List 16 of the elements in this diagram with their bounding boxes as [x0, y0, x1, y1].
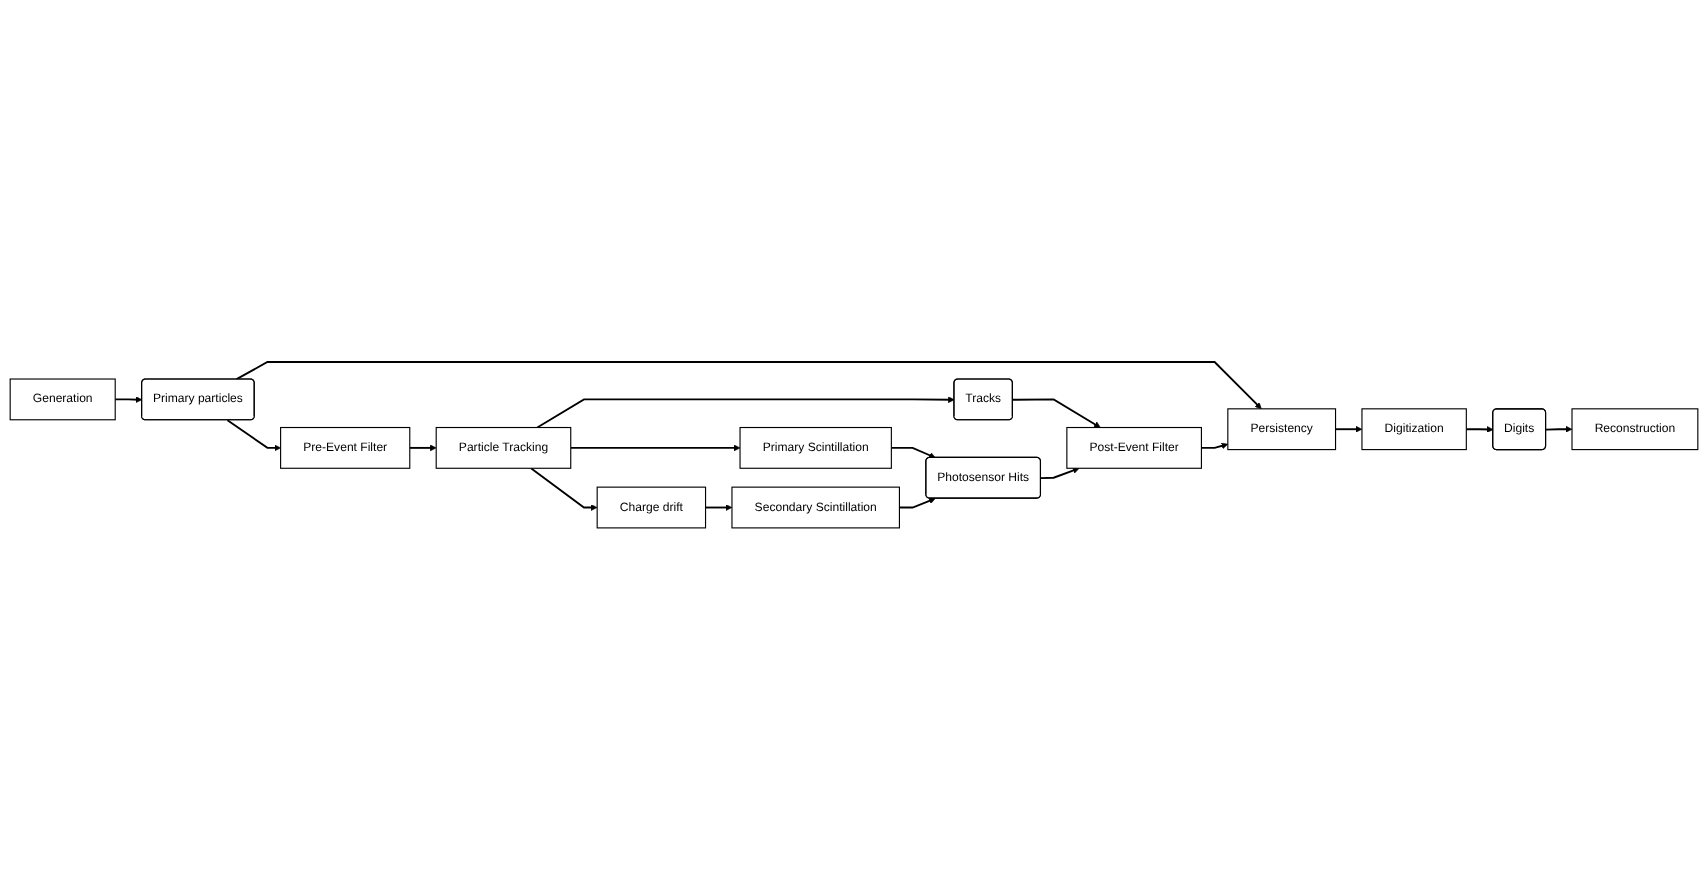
arrow	[569, 443, 741, 451]
arrow	[530, 466, 598, 510]
arrow	[1200, 441, 1229, 449]
arrow	[890, 445, 936, 458]
arrow	[1334, 424, 1363, 432]
arrow	[1465, 425, 1494, 432]
arrow	[408, 443, 437, 451]
arrow	[114, 395, 143, 402]
arrow	[226, 418, 281, 451]
arrow	[704, 503, 733, 510]
arrow	[235, 360, 1262, 409]
arrow	[1011, 397, 1101, 427]
arrow	[898, 496, 936, 508]
arrow	[536, 395, 955, 428]
arrow	[1039, 466, 1080, 479]
arrow	[1545, 424, 1573, 432]
